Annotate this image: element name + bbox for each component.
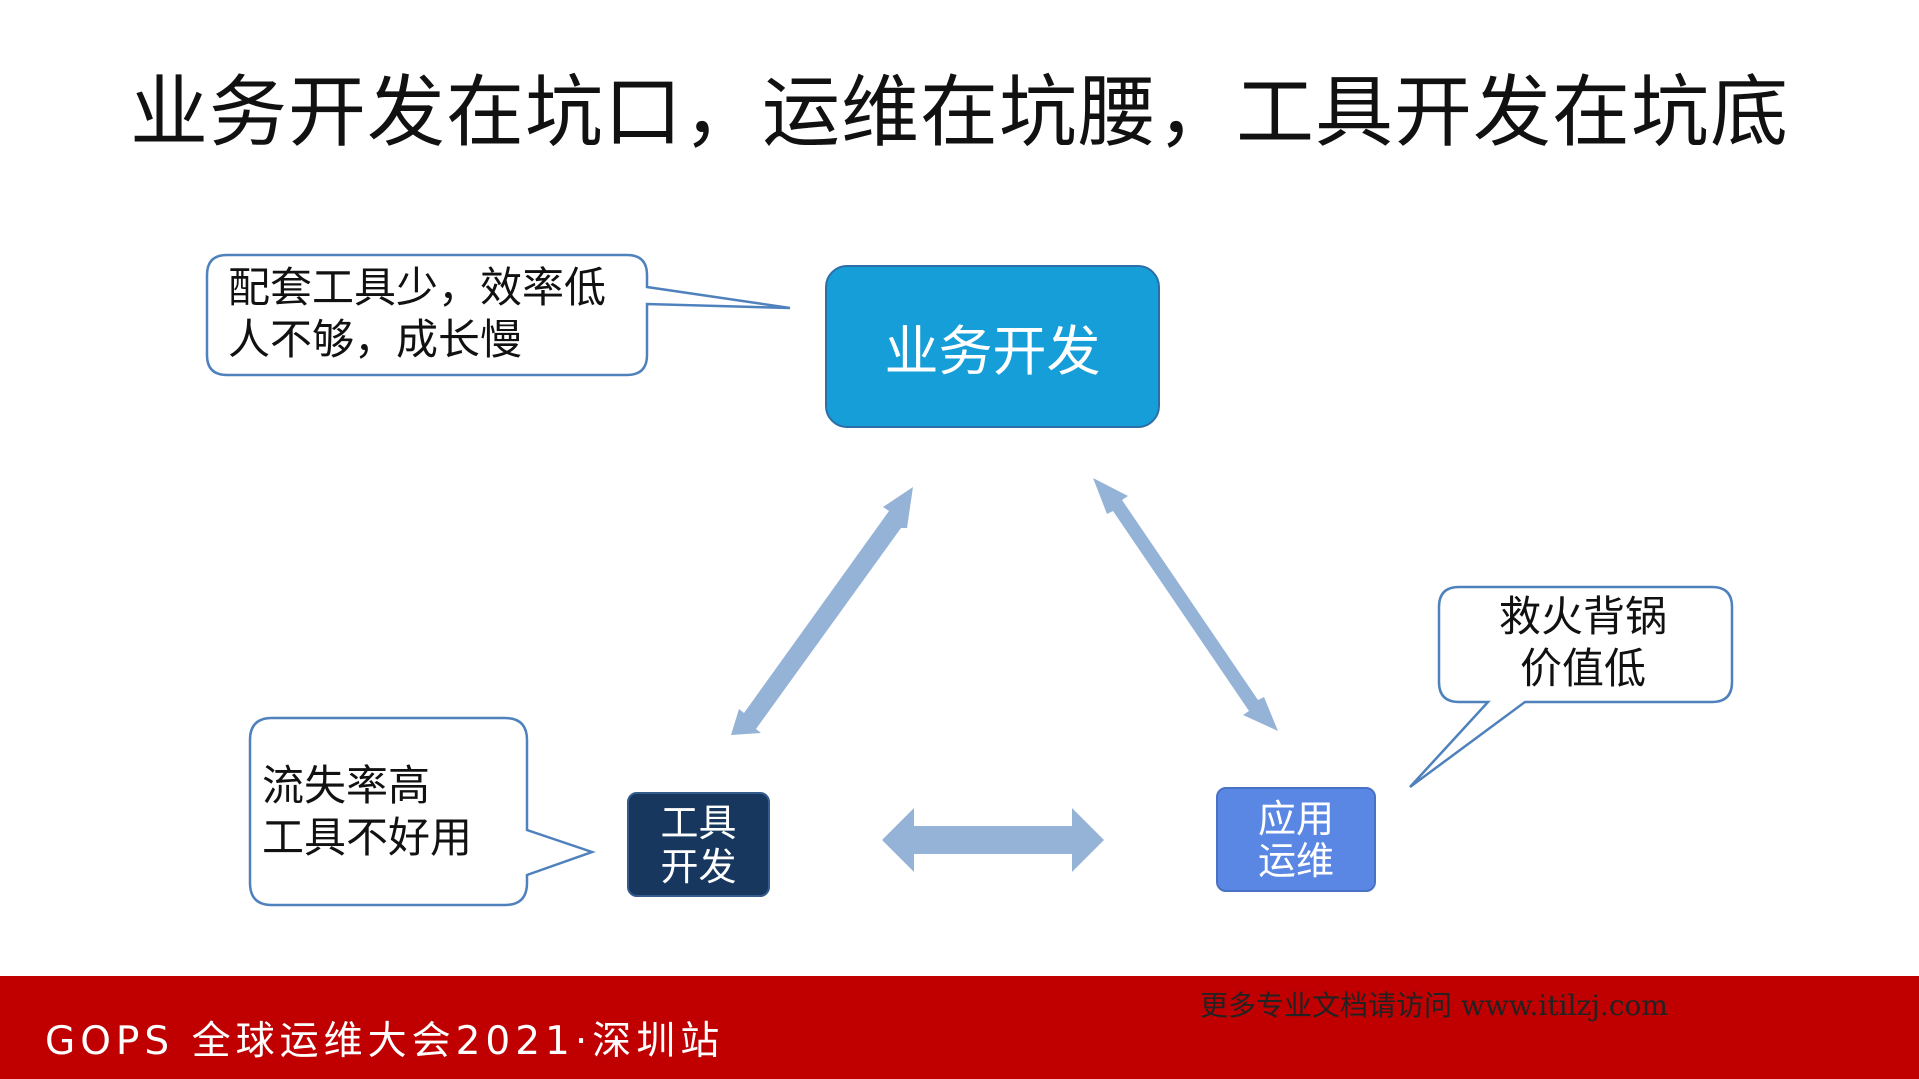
footer-conference-name: GOPS 全球运维大会2021·深圳站: [45, 1019, 725, 1064]
footer-bar: [0, 976, 1919, 1079]
callout-app-ops-line-2: 价值低: [1519, 644, 1646, 693]
node-app-ops-line-1: 应用: [1257, 796, 1334, 841]
double-arrow-tools-business: [731, 487, 913, 735]
callout-app-ops-line-1: 救火背锅: [1498, 592, 1667, 641]
callout-text-business-dev: 配套工具少，效率低 人不够，成长慢: [228, 262, 606, 366]
node-tool-dev-line-2: 开发: [660, 844, 737, 889]
footer-website-link[interactable]: 更多专业文档请访问 www.itilzj.com: [1200, 989, 1668, 1022]
node-app-ops: 应用 运维: [1216, 787, 1376, 892]
node-app-ops-line-2: 运维: [1257, 838, 1334, 883]
node-business-dev: 业务开发: [825, 265, 1160, 428]
callout-tool-dev-line-1: 流失率高: [262, 761, 431, 810]
callout-text-tool-dev: 流失率高 工具不好用: [262, 760, 472, 864]
callout-business-dev-line-1: 配套工具少，效率低: [228, 263, 607, 312]
node-tool-dev: 工具 开发: [627, 792, 770, 897]
callout-bubble-business-dev: [205, 253, 791, 377]
node-tool-dev-line-1: 工具: [660, 800, 737, 845]
callout-bubble-app-ops: [1409, 585, 1734, 789]
callout-bubble-tool-dev: [248, 716, 596, 907]
callout-text-app-ops: 救火背锅 价值低: [1438, 591, 1728, 695]
double-arrow-tools-ops: [882, 808, 1104, 872]
slide-title: 业务开发在坑口，运维在坑腰，工具开发在坑底: [129, 68, 1789, 158]
callout-tool-dev-line-2: 工具不好用: [262, 813, 473, 862]
callout-business-dev-line-2: 人不够，成长慢: [228, 315, 523, 364]
double-arrow-business-ops: [1093, 478, 1278, 731]
node-business-dev-label: 业务开发: [884, 320, 1101, 383]
